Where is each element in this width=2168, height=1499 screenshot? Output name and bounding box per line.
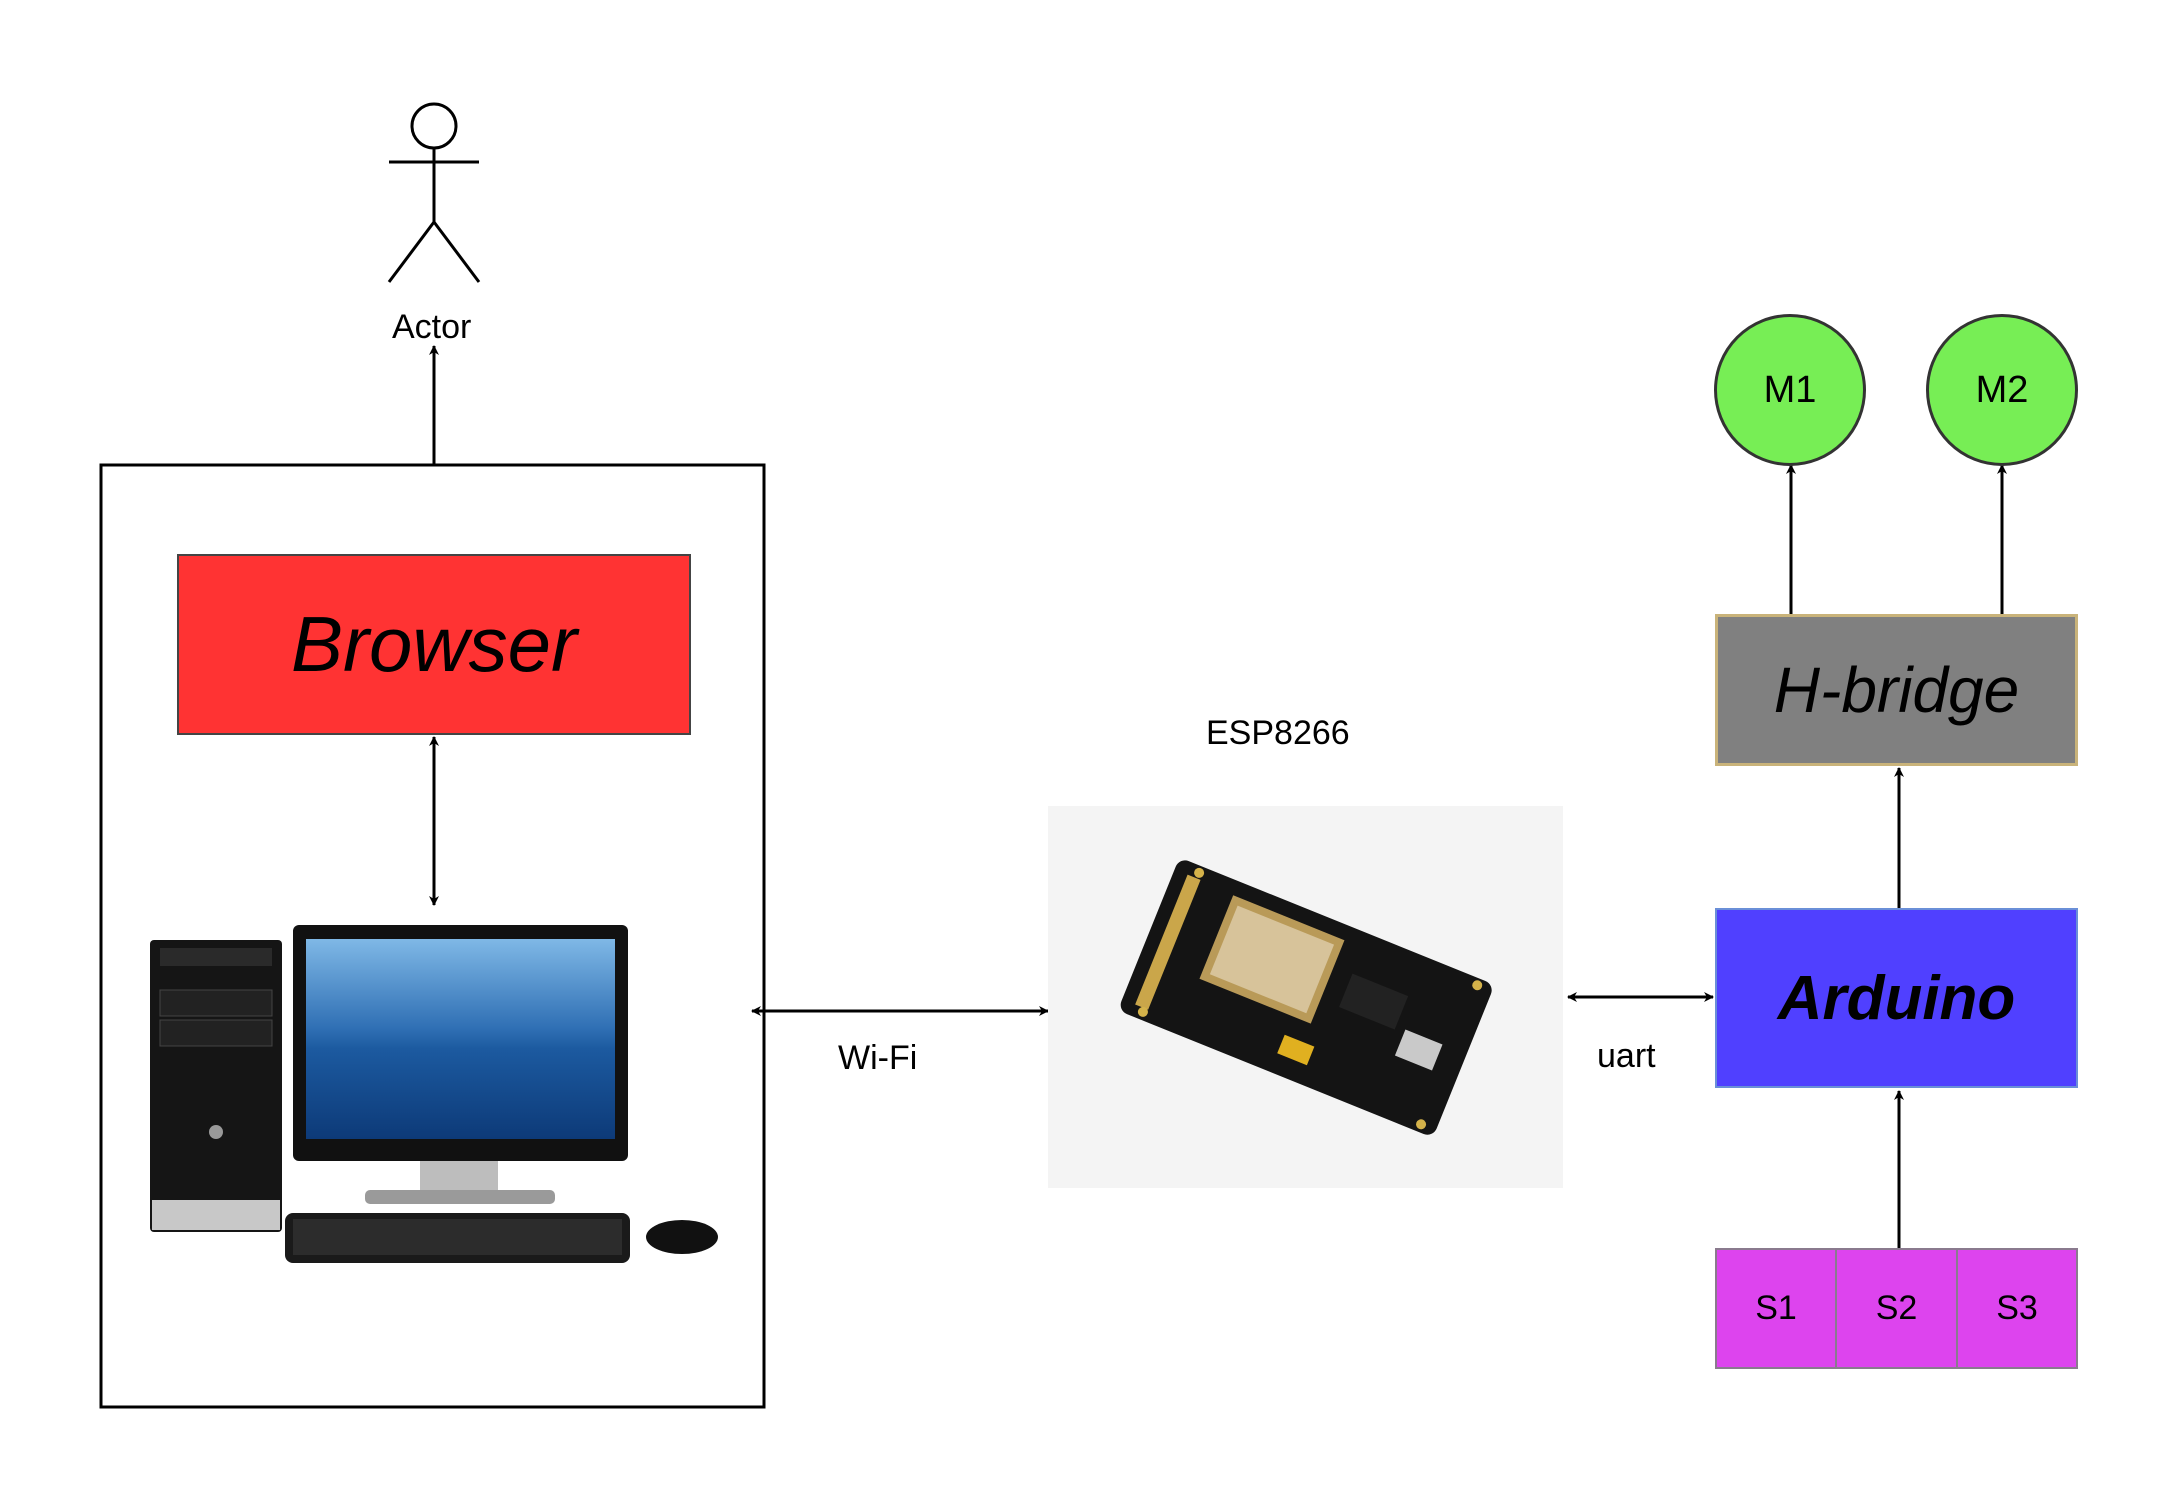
sensor-s2-node: S2	[1835, 1248, 1958, 1369]
arduino-label: Arduino	[1777, 963, 2016, 1033]
esp8266-label: ESP8266	[1206, 714, 1350, 752]
browser-label: Browser	[290, 600, 578, 688]
actor-figure	[387, 102, 481, 283]
browser-node: Browser	[177, 554, 691, 735]
uart-label: uart	[1597, 1037, 1656, 1075]
sensor-s3-label: S3	[1996, 1289, 2038, 1327]
esp8266-board-image	[1048, 806, 1563, 1188]
motor-m1-label: M1	[1763, 368, 1817, 411]
motor-m1-node: M1	[1714, 314, 1866, 466]
hbridge-label: H-bridge	[1773, 654, 2020, 726]
desktop-computer-image	[150, 925, 718, 1263]
sensor-s3-node: S3	[1956, 1248, 2078, 1369]
motor-m2-node: M2	[1926, 314, 2078, 466]
actor-label: Actor	[392, 308, 472, 346]
sensor-s1-label: S1	[1755, 1289, 1797, 1327]
wifi-label: Wi-Fi	[838, 1039, 918, 1077]
sensor-s2-label: S2	[1875, 1289, 1918, 1327]
motor-m2-label: M2	[1975, 368, 2029, 411]
arduino-node: Arduino	[1715, 908, 2078, 1088]
sensor-s1-node: S1	[1715, 1248, 1837, 1369]
hbridge-node: H-bridge	[1715, 614, 2078, 766]
